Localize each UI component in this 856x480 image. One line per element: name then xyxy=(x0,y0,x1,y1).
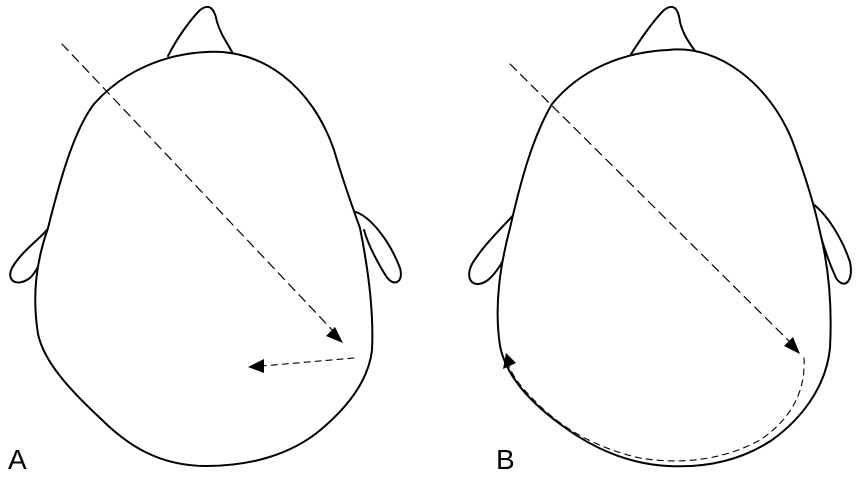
panel-label-a: A xyxy=(8,446,27,474)
head-outline-b xyxy=(498,49,831,466)
panel-a xyxy=(10,7,401,466)
panel-b xyxy=(469,7,851,466)
panel-label-b: B xyxy=(496,446,515,474)
head-outline-a xyxy=(35,52,372,466)
